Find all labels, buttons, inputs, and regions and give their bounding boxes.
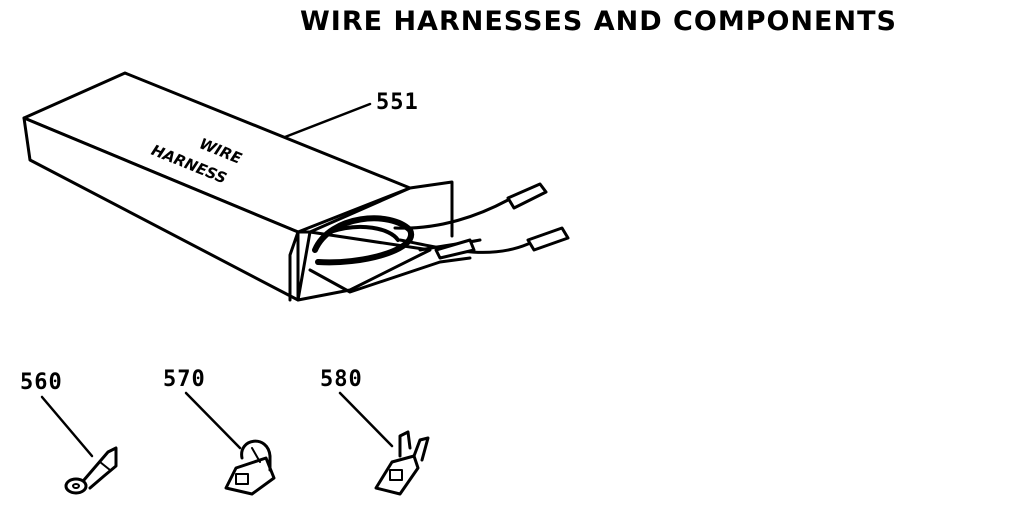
diagram-title: WIRE HARNESSES AND COMPONENTS: [300, 6, 897, 37]
callout-560: 560: [20, 370, 63, 395]
lead-connector-top: [506, 182, 548, 210]
ring-terminal-icon: [64, 446, 118, 495]
leader-580: [338, 391, 394, 448]
lead-connector-bottom: [526, 226, 570, 252]
spade-terminal-icon: [374, 430, 430, 496]
wire-harness-box: [22, 71, 570, 302]
flag-terminal-icon: [224, 439, 276, 496]
leader-551: [283, 102, 372, 139]
callout-570: 570: [163, 367, 206, 392]
leader-560: [40, 395, 94, 458]
callout-551: 551: [376, 90, 419, 115]
leader-570: [184, 391, 242, 450]
callout-580: 580: [320, 367, 363, 392]
